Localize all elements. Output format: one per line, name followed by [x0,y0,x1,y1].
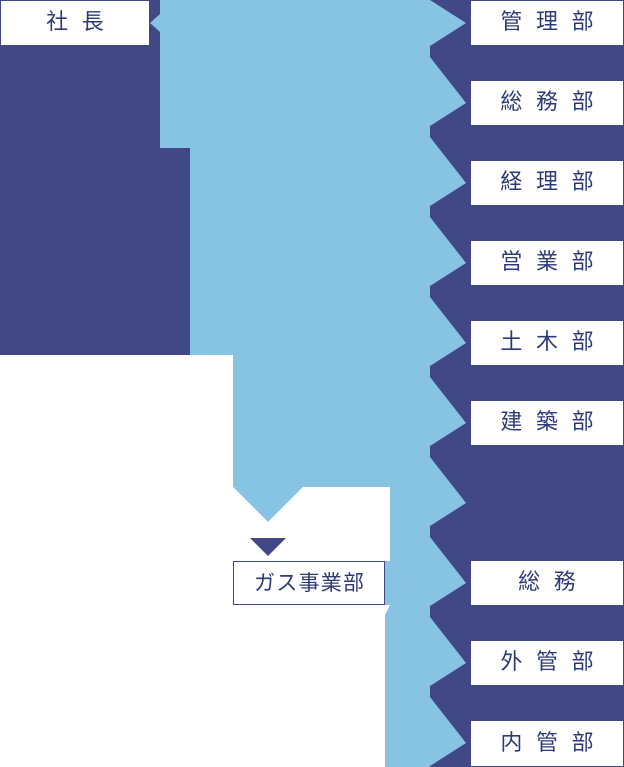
navy-block-right [430,0,624,767]
whitespace-lower-left [0,355,385,767]
node-department-kenchiku[interactable]: 建築部 [470,400,624,446]
node-department-eigyo[interactable]: 営業部 [470,240,624,286]
gas-division-arrow-head [385,561,421,605]
node-gas-division[interactable]: ガス事業部 [233,561,385,605]
node-gas-division-label: ガス事業部 [253,570,366,595]
node-gas-department-gaikan-label: 外管部 [500,650,608,675]
zigzag-arrow-3 [430,137,466,206]
node-department-kenchiku-label: 建築部 [500,410,608,435]
zigzag-arrow-6 [430,377,466,446]
whitespace-bottom-centre [372,700,385,767]
gas-division-chevron-down [250,538,286,556]
node-department-somu[interactable]: 総務部 [470,80,624,126]
node-department-eigyo-label: 営業部 [500,250,608,275]
node-gas-department-naikan-label: 内管部 [500,730,608,756]
zigzag-arrow-4 [430,217,466,286]
node-department-keiri-label: 経理部 [500,170,608,195]
node-gas-department-gaikan[interactable]: 外管部 [470,640,624,686]
node-gas-department-naikan[interactable]: 内管部 [470,720,624,767]
node-gas-department-somu[interactable]: 総務 [470,560,624,606]
zigzag-arrow-9 [430,617,466,686]
node-gas-department-somu-label: 総務 [518,570,590,595]
zigzag-arrow-5 [430,297,466,366]
node-department-kanri-label: 管理部 [500,10,608,35]
spine-light-upper [150,0,430,744]
zigzag-arrow-8 [430,537,466,606]
president-arrow-head [150,0,190,46]
node-president[interactable]: 社長 [0,0,150,46]
node-department-keiri[interactable]: 経理部 [470,160,624,206]
node-president-label: 社長 [46,10,118,35]
navy-block-top-left [0,0,190,355]
node-department-doboku-label: 土木部 [500,330,608,355]
zigzag-arrow-1 [430,0,466,46]
node-department-kanri[interactable]: 管理部 [470,0,624,46]
node-department-somu-label: 総務部 [500,90,608,115]
spine-light-lower [372,605,430,767]
zigzag-arrow-10 [430,697,466,766]
zigzag-arrow-2 [430,57,466,126]
node-department-doboku[interactable]: 土木部 [470,320,624,366]
zigzag-arrow-7 [430,457,466,526]
zigzag-connectors [430,0,466,766]
